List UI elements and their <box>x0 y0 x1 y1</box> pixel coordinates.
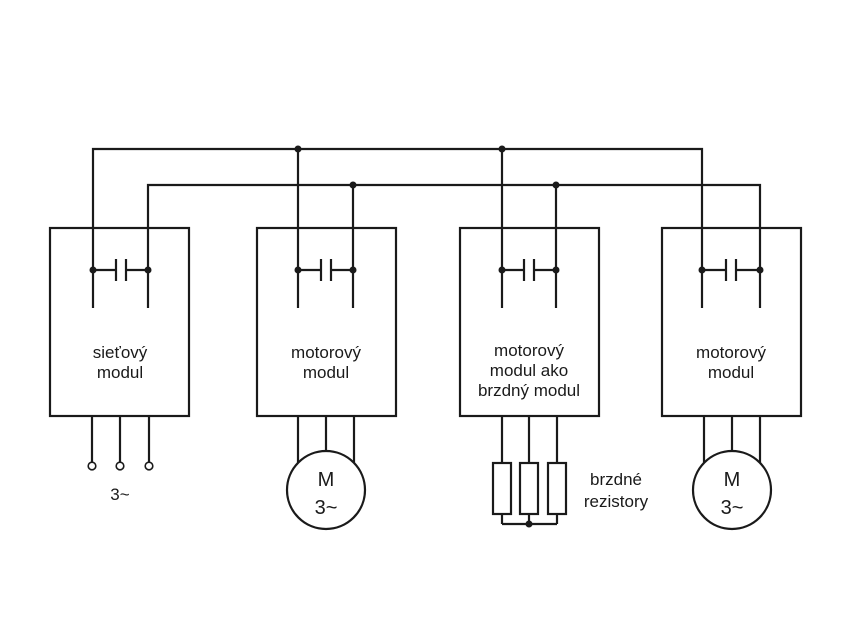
module-box-motor1 <box>255 226 398 418</box>
capacitor-network <box>89 228 152 308</box>
bus-junction-dot <box>349 181 357 189</box>
module-label-network-line2: modul <box>97 363 143 382</box>
star-point-dot <box>525 520 533 528</box>
motor-circle <box>691 449 773 531</box>
supply-terminal <box>115 461 125 471</box>
braking-resistors: brzdné rezistory <box>491 416 649 528</box>
module-label-motor2-line1: motorový <box>696 343 766 362</box>
motor-letter: M <box>318 469 335 491</box>
motor-phase: 3~ <box>315 497 338 519</box>
supply-terminal <box>87 461 97 471</box>
mains-supply: 3~ <box>87 416 154 504</box>
capacitor-motor1 <box>294 228 357 308</box>
motor-2: M 3~ <box>691 416 773 531</box>
dc-bus-upper-line <box>91 147 704 270</box>
supply-label: 3~ <box>110 485 129 504</box>
dc-bus <box>91 145 762 270</box>
supply-terminal <box>144 461 154 471</box>
motor-1: M 3~ <box>285 416 367 531</box>
bus-junction-dot <box>294 145 302 153</box>
resistor-label-line2: rezistory <box>584 492 649 511</box>
module-box-motor2 <box>660 226 803 418</box>
capacitor-brake <box>498 228 560 308</box>
module-label-motor2-line2: modul <box>708 363 754 382</box>
module-label-network-line1: sieťový <box>93 343 148 362</box>
motor-phase: 3~ <box>721 497 744 519</box>
module-label-motor1-line2: modul <box>303 363 349 382</box>
motor-circle <box>285 449 367 531</box>
module-box-network <box>48 226 191 418</box>
resistor-label-line1: brzdné <box>590 470 642 489</box>
module-label-brake-line2: modul ako <box>490 361 568 380</box>
module-label-motor1-line1: motorový <box>291 343 361 362</box>
motor-letter: M <box>724 469 741 491</box>
capacitor-motor2 <box>698 228 764 308</box>
module-label-brake-line1: motorový <box>494 341 564 360</box>
module-label-brake-line3: brzdný modul <box>478 381 580 400</box>
bus-junction-dot <box>498 145 506 153</box>
resistor <box>546 461 568 516</box>
resistor <box>491 461 513 516</box>
resistor <box>518 461 540 516</box>
bus-junction-dot <box>552 181 560 189</box>
